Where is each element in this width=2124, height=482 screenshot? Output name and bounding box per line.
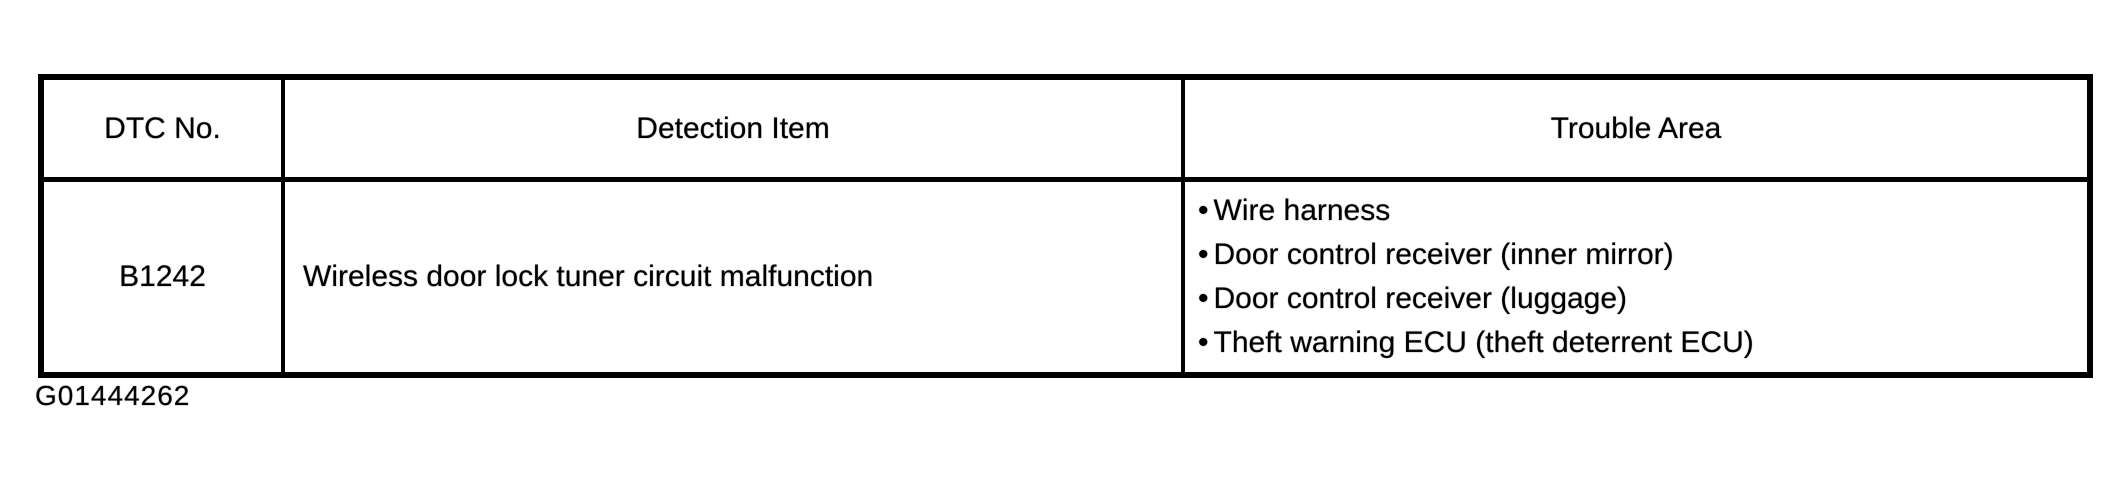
trouble-area-item: • Door control receiver (luggage) xyxy=(1198,277,2079,321)
detection-item-cell: Wireless door lock tuner circuit malfunc… xyxy=(281,177,1185,377)
table-header-row: DTC No. Detection Item Trouble Area xyxy=(39,75,2092,182)
trouble-area-item-label: Wire harness xyxy=(1213,194,1391,227)
bullet-icon: • xyxy=(1198,238,1209,271)
trouble-area-item-label: Door control receiver (luggage) xyxy=(1213,282,1628,315)
trouble-area-cell: • Wire harness • Door control receiver (… xyxy=(1181,177,2092,377)
trouble-area-item-label: Theft warning ECU (theft deterrent ECU) xyxy=(1213,326,1754,359)
figure-code: G01444262 xyxy=(35,380,191,411)
dtc-no-cell: B1242 xyxy=(39,177,285,377)
trouble-area-item: • Door control receiver (inner mirror) xyxy=(1198,233,2079,277)
trouble-area-list: • Wire harness • Door control receiver (… xyxy=(1198,189,2079,365)
bullet-icon: • xyxy=(1198,326,1209,359)
trouble-area-item-label: Door control receiver (inner mirror) xyxy=(1213,238,1674,271)
bullet-icon: • xyxy=(1198,194,1209,227)
column-header-trouble-area: Trouble Area xyxy=(1181,75,2092,182)
column-header-dtc-no: DTC No. xyxy=(39,75,285,182)
column-header-detection-item: Detection Item xyxy=(281,75,1185,182)
dtc-table: DTC No. Detection Item Trouble Area B124… xyxy=(38,74,2093,378)
trouble-area-item: • Wire harness xyxy=(1198,189,2079,233)
bullet-icon: • xyxy=(1198,282,1209,315)
trouble-area-item: • Theft warning ECU (theft deterrent ECU… xyxy=(1198,321,2079,365)
table-row: B1242 Wireless door lock tuner circuit m… xyxy=(39,177,2092,377)
